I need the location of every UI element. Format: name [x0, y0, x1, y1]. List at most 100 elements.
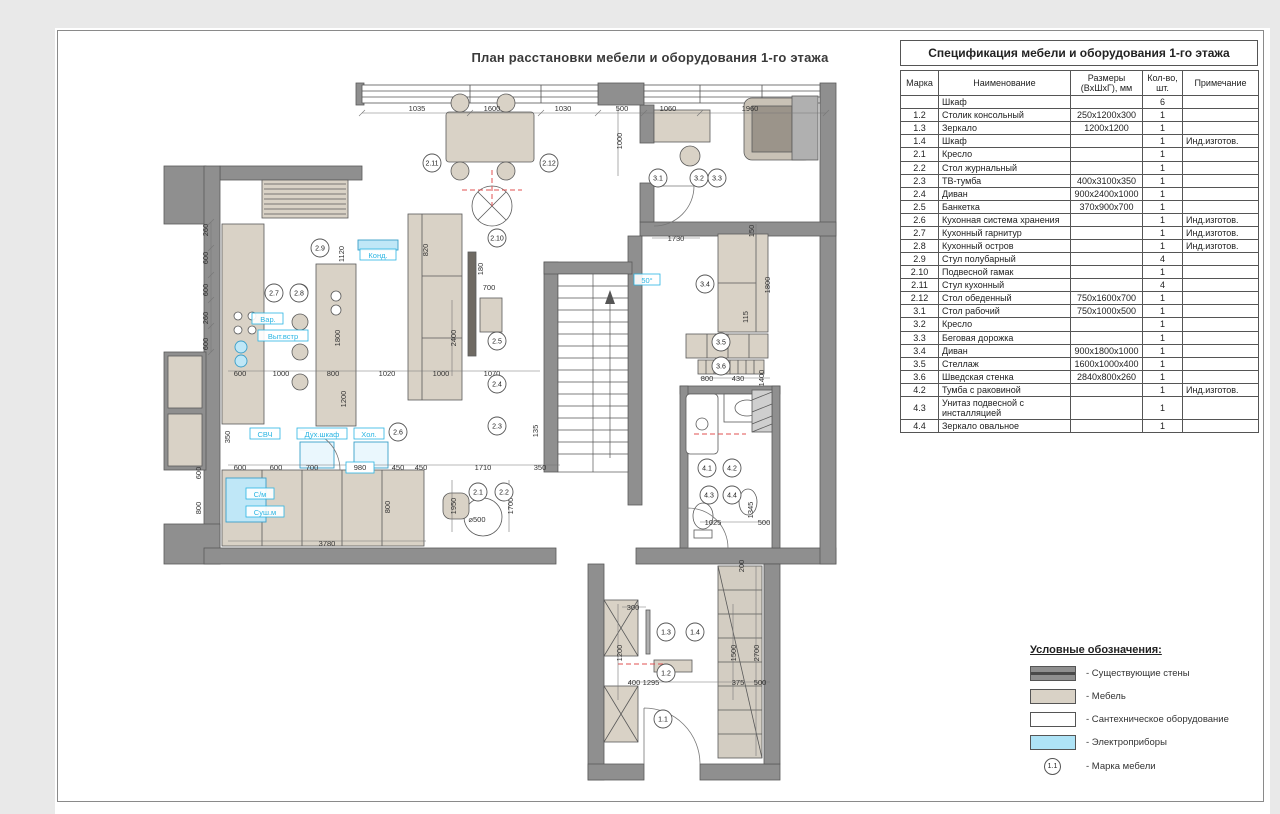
- table-cell: [1070, 382, 1143, 397]
- table-cell: Унитаз подвесной с инсталляцией: [938, 395, 1071, 421]
- table-cell: Шкаф: [938, 134, 1071, 149]
- legend-label: - Марка мебели: [1086, 761, 1156, 772]
- hall-closet: [717, 565, 763, 759]
- duct-shaft: [751, 389, 773, 433]
- col-header-mark: Марка: [900, 69, 939, 97]
- table-cell: 4.4: [900, 419, 939, 434]
- dim: 1800: [763, 277, 772, 294]
- dim: 375: [732, 678, 745, 687]
- svg-text:Суш.м: Суш.м: [254, 508, 276, 517]
- table-cell: Столик консольный: [938, 108, 1071, 123]
- bench: [479, 297, 503, 333]
- table-cell: 1: [1142, 147, 1183, 162]
- svg-text:3.4: 3.4: [700, 282, 710, 289]
- furniture-mark: 2.12: [539, 153, 559, 173]
- table-cell: Кресло: [938, 317, 1071, 332]
- bar-stool: [291, 313, 309, 331]
- table-cell: 370x900x700: [1070, 199, 1143, 214]
- table-cell: 1: [1142, 356, 1183, 371]
- table-cell: Инд.изготов.: [1182, 212, 1259, 227]
- dim: 700: [483, 283, 496, 292]
- dim: 150: [747, 225, 756, 238]
- table-cell: 3.6: [900, 369, 939, 384]
- furniture-mark: 3.5: [711, 332, 731, 352]
- furniture-mark: 3.4: [695, 274, 715, 294]
- dim: 1035: [409, 104, 426, 113]
- table-cell: 1: [1142, 121, 1183, 136]
- svg-text:4.1: 4.1: [702, 466, 712, 473]
- mirror: [645, 609, 651, 655]
- dim: 600: [201, 252, 210, 265]
- svg-text:4.4: 4.4: [727, 493, 737, 500]
- dimensions: 1035 1600 1030 500 1060 1960 260 600 600…: [194, 104, 772, 687]
- table-cell: 2.8: [900, 239, 939, 254]
- svg-text:50°: 50°: [641, 276, 652, 285]
- sink-bowl: [234, 340, 248, 354]
- furniture-mark: 2.1: [468, 482, 488, 502]
- table-cell: Шкаф: [938, 95, 1071, 110]
- table-cell: [1182, 317, 1259, 332]
- dim: 700: [306, 463, 319, 472]
- dim: 115: [741, 311, 750, 323]
- table-cell: Беговая дорожка: [938, 330, 1071, 345]
- furniture-mark: 3.2: [689, 168, 709, 188]
- table-cell: [900, 95, 939, 110]
- specification-panel: Спецификация мебели и оборудования 1-го …: [900, 40, 1259, 434]
- table-cell: 3.1: [900, 304, 939, 319]
- table-cell: [1182, 278, 1259, 293]
- dim: 800: [194, 502, 203, 515]
- table-cell: [1070, 212, 1143, 227]
- table-cell: 1.3: [900, 121, 939, 136]
- table-cell: 1: [1142, 395, 1183, 421]
- hall-wardrobe: [603, 599, 639, 657]
- dim: 1960: [742, 104, 759, 113]
- furniture-mark: 2.4: [487, 374, 507, 394]
- dim: 2400: [449, 330, 458, 347]
- cabinet: [791, 95, 819, 161]
- dim: 1030: [555, 104, 572, 113]
- table-cell: 1: [1142, 134, 1183, 149]
- table-cell: Зеркало: [938, 121, 1071, 136]
- legend: Условные обозначения: - Существующие сте…: [1030, 644, 1260, 783]
- dim: 1025: [705, 518, 722, 527]
- furniture-swatch: [1030, 689, 1076, 704]
- table-cell: 2.2: [900, 160, 939, 175]
- table-cell: Инд.изготов.: [1182, 382, 1259, 397]
- dim: 800: [701, 374, 714, 383]
- oven: [299, 441, 335, 469]
- dim: 260: [201, 224, 210, 237]
- table-cell: [1070, 147, 1143, 162]
- table-cell: 4.2: [900, 382, 939, 397]
- dim: 260: [201, 312, 210, 325]
- table-cell: Инд.изготов.: [1182, 134, 1259, 149]
- dim: 1710: [475, 463, 492, 472]
- furniture-mark: 1.2: [656, 663, 676, 683]
- table-cell: 1.4: [900, 134, 939, 149]
- table-cell: Зеркало овальное: [938, 419, 1071, 434]
- svg-text:2.1: 2.1: [473, 490, 483, 497]
- svg-text:2.7: 2.7: [269, 291, 279, 298]
- dim: 1730: [668, 234, 685, 243]
- furniture-mark: 4.4: [722, 485, 742, 505]
- table-cell: Стул кухонный: [938, 278, 1071, 293]
- svg-text:2.10: 2.10: [490, 236, 504, 243]
- table-cell: 1: [1142, 382, 1183, 397]
- table-cell: Тумба с раковиной: [938, 382, 1071, 397]
- dim: 450: [392, 463, 405, 472]
- table-cell: ТВ-тумба: [938, 173, 1071, 188]
- table-cell: 3.3: [900, 330, 939, 345]
- table-cell: [1182, 186, 1259, 201]
- appliance-labels: Конд. Вар. Выт.встр СВЧ Дух.шкаф Хол. С/…: [245, 248, 661, 518]
- appliance-label: Конд.: [359, 248, 397, 261]
- dim: 200: [737, 560, 746, 573]
- furniture-mark: 1.4: [685, 622, 705, 642]
- svg-text:Конд.: Конд.: [368, 251, 387, 260]
- table-cell: [1182, 265, 1259, 280]
- svg-text:3.1: 3.1: [653, 176, 663, 183]
- appliance-label: Суш.м: [245, 505, 285, 518]
- storage-cabinet: [261, 179, 349, 219]
